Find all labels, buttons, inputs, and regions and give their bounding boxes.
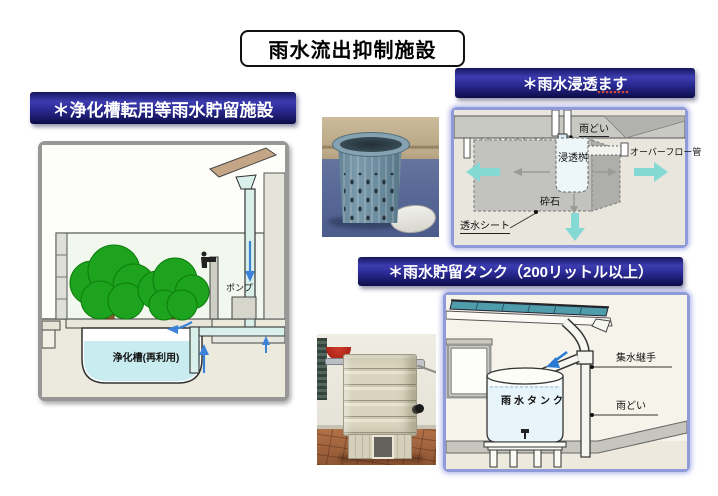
house-wall bbox=[263, 172, 285, 320]
infiltration-arrow-right-icon bbox=[634, 162, 668, 182]
flow-arrow-icon bbox=[546, 350, 568, 368]
pump-label: ポンプ bbox=[226, 283, 253, 293]
page-title-text: 雨水流出抑制施設 bbox=[268, 40, 437, 62]
storage-banner-text: ＊浄化槽転用等雨水貯留施設 bbox=[52, 100, 274, 120]
storage-diagram: ポンプ 浄化槽(再利用) bbox=[38, 141, 289, 401]
left-wall bbox=[55, 232, 68, 320]
storage-banner: ＊浄化槽転用等雨水貯留施設 bbox=[30, 92, 296, 124]
seep-arrow-right-icon bbox=[592, 168, 617, 176]
tank-diagram-art bbox=[446, 295, 687, 469]
basin-rim bbox=[332, 132, 410, 157]
infiltration-arrow-down-icon bbox=[565, 213, 585, 241]
underground-pipes bbox=[189, 326, 285, 374]
photo-chain bbox=[417, 364, 436, 374]
gutter-label: 雨どい bbox=[616, 401, 646, 412]
photo-tank-body bbox=[343, 354, 417, 436]
gutter-label: 雨どい bbox=[579, 124, 609, 137]
septic-tank bbox=[81, 327, 203, 384]
pump-box bbox=[231, 296, 257, 320]
tank-tap bbox=[521, 429, 529, 439]
rain-tank-photo bbox=[317, 334, 436, 465]
flow-arrow-down-icon bbox=[245, 241, 255, 282]
joint-label: 集水継手 bbox=[616, 353, 656, 364]
gravel-label: 砕石 bbox=[540, 197, 560, 208]
septic-tank-label: 浄化槽(再利用) bbox=[112, 353, 180, 364]
infiltration-diagram: 雨どい オーバーフロー管 浸透桝 砕石 透水シート bbox=[451, 107, 701, 248]
storage-diagram-art bbox=[42, 145, 285, 397]
spellcheck-wavy-underline bbox=[597, 91, 629, 94]
infiltration-basin-photo bbox=[322, 117, 439, 237]
overflow-pipe bbox=[587, 142, 629, 157]
flow-arrow-up-icon bbox=[199, 344, 209, 373]
photo-tank-valve bbox=[415, 404, 424, 413]
pit-label: 浸透桝 bbox=[558, 153, 588, 164]
basin-opening bbox=[340, 137, 402, 152]
sheet-label: 透水シート bbox=[460, 221, 510, 234]
photo-tank-door bbox=[372, 435, 394, 459]
joint-pointer-dot bbox=[590, 365, 594, 369]
infiltration-arrow-left-icon bbox=[466, 162, 500, 182]
tank-stand bbox=[483, 441, 567, 468]
roof-eave bbox=[209, 147, 278, 178]
overflow-label: オーバーフロー管 bbox=[630, 147, 702, 157]
gutter-end bbox=[591, 318, 611, 333]
flow-arrow-up-small-icon bbox=[262, 336, 270, 353]
infiltration-banner-text: ＊雨水浸透ます bbox=[522, 75, 628, 93]
seep-arrow-down-icon bbox=[570, 194, 578, 214]
gutter-pointer-dot bbox=[590, 413, 594, 417]
window bbox=[446, 338, 493, 399]
tree bbox=[69, 244, 156, 320]
basin-holes bbox=[344, 173, 396, 220]
sheet-pointer-dot bbox=[534, 210, 538, 214]
tank-label: 雨水タンク bbox=[501, 396, 566, 407]
rain-tank bbox=[486, 367, 564, 443]
flow-arrow-into-tank-icon bbox=[167, 321, 193, 334]
tank-banner-text: ＊雨水貯留タンク（200リットル以上） bbox=[387, 264, 654, 281]
photo-shutter bbox=[317, 338, 327, 400]
tank-banner: ＊雨水貯留タンク（200リットル以上） bbox=[358, 257, 683, 286]
downspout bbox=[532, 318, 594, 458]
seep-arrow-left-icon bbox=[513, 168, 550, 176]
infiltration-banner: ＊雨水浸透ます bbox=[455, 68, 695, 98]
page-title: 雨水流出抑制施設 bbox=[240, 30, 465, 67]
faucet bbox=[201, 251, 219, 320]
infiltration-pit bbox=[555, 137, 589, 193]
tank-diagram: 雨水タンク 集水継手 雨どい bbox=[443, 292, 690, 472]
infiltration-diagram-art bbox=[454, 110, 685, 245]
tree bbox=[137, 257, 210, 321]
sheet-leader-line bbox=[509, 212, 537, 229]
